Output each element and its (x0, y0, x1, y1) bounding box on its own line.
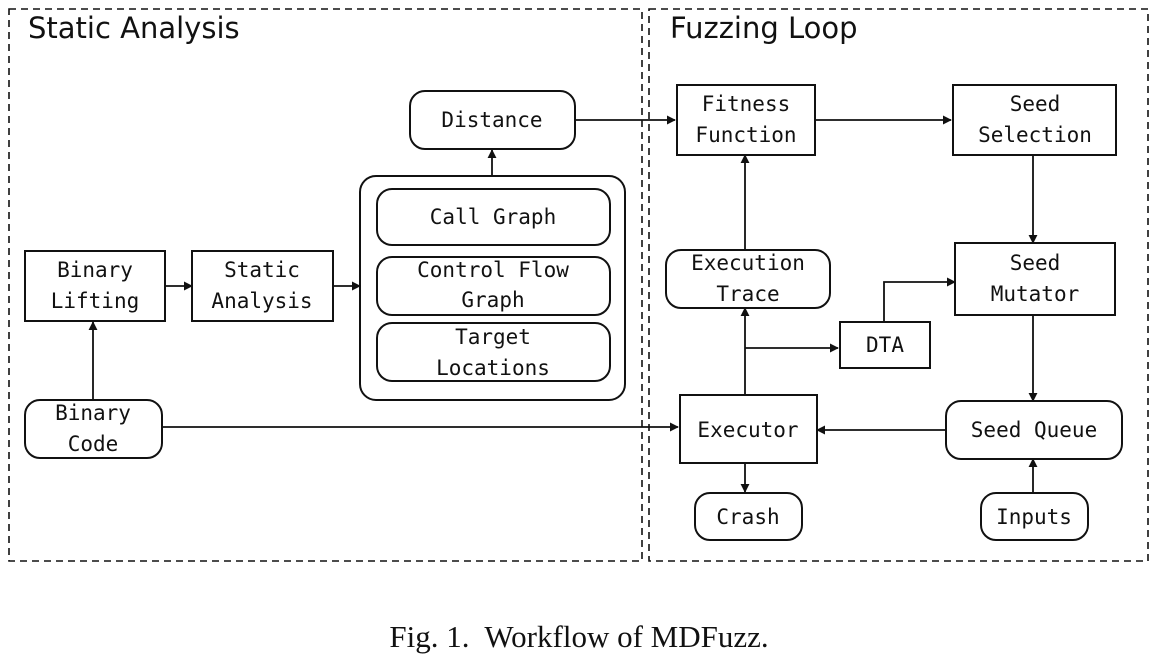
static-analysis-panel-title: Static Analysis (28, 11, 240, 45)
target-locations-node: Target Locations (376, 322, 611, 382)
fuzzing-loop-panel (648, 8, 1149, 562)
seed-queue-node: Seed Queue (945, 400, 1123, 460)
execution-trace-node: Execution Trace (665, 249, 831, 309)
binary-lifting-label-2: Lifting (51, 289, 140, 313)
binary-lifting-node: Binary Lifting (24, 250, 166, 322)
inputs-node: Inputs (980, 492, 1089, 541)
execution-trace-label-2: Trace (716, 282, 779, 306)
executor-node: Executor (679, 394, 818, 464)
seed-mutator-node: Seed Mutator (954, 242, 1116, 316)
control-flow-graph-node: Control Flow Graph (376, 256, 611, 316)
dta-node: DTA (839, 321, 931, 369)
call-graph-label: Call Graph (430, 205, 556, 229)
control-flow-graph-label-2: Graph (461, 288, 524, 312)
seed-selection-label-2: Selection (978, 123, 1092, 147)
fuzzing-loop-panel-title: Fuzzing Loop (670, 11, 858, 45)
static-analysis-node: Static Analysis (191, 250, 334, 322)
inputs-label: Inputs (996, 505, 1072, 529)
binary-code-node: Binary Code (24, 399, 163, 459)
seed-selection-label-1: Seed (1010, 92, 1061, 116)
seed-mutator-label-2: Mutator (991, 282, 1080, 306)
distance-label: Distance (441, 108, 542, 132)
static-analysis-panel (8, 8, 643, 562)
dta-label: DTA (866, 333, 904, 357)
fitness-function-label-2: Function (695, 123, 796, 147)
binary-lifting-label-1: Binary (57, 258, 133, 282)
call-graph-node: Call Graph (376, 188, 611, 246)
binary-code-label-1: Binary (55, 401, 131, 425)
crash-node: Crash (694, 492, 803, 541)
distance-node: Distance (409, 90, 576, 150)
edge-dta-to-mutator (883, 277, 956, 322)
static-analysis-label-1: Static (224, 258, 300, 282)
fitness-function-node: Fitness Function (676, 84, 816, 156)
edges (88, 115, 1038, 493)
execution-trace-label-1: Execution (691, 251, 805, 275)
target-locations-label-1: Target (455, 325, 531, 349)
seed-selection-node: Seed Selection (952, 84, 1117, 156)
crash-label: Crash (716, 505, 779, 529)
seed-queue-label: Seed Queue (971, 418, 1097, 442)
figure-caption: Fig. 1. Workflow of MDFuzz. (389, 619, 768, 654)
static-analysis-label-2: Analysis (211, 289, 312, 313)
control-flow-graph-label-1: Control Flow (417, 258, 569, 282)
executor-label: Executor (697, 418, 798, 442)
fitness-function-label-1: Fitness (702, 92, 791, 116)
binary-code-label-2: Code (68, 432, 119, 456)
target-locations-label-2: Locations (436, 356, 550, 380)
seed-mutator-label-1: Seed (1010, 251, 1061, 275)
